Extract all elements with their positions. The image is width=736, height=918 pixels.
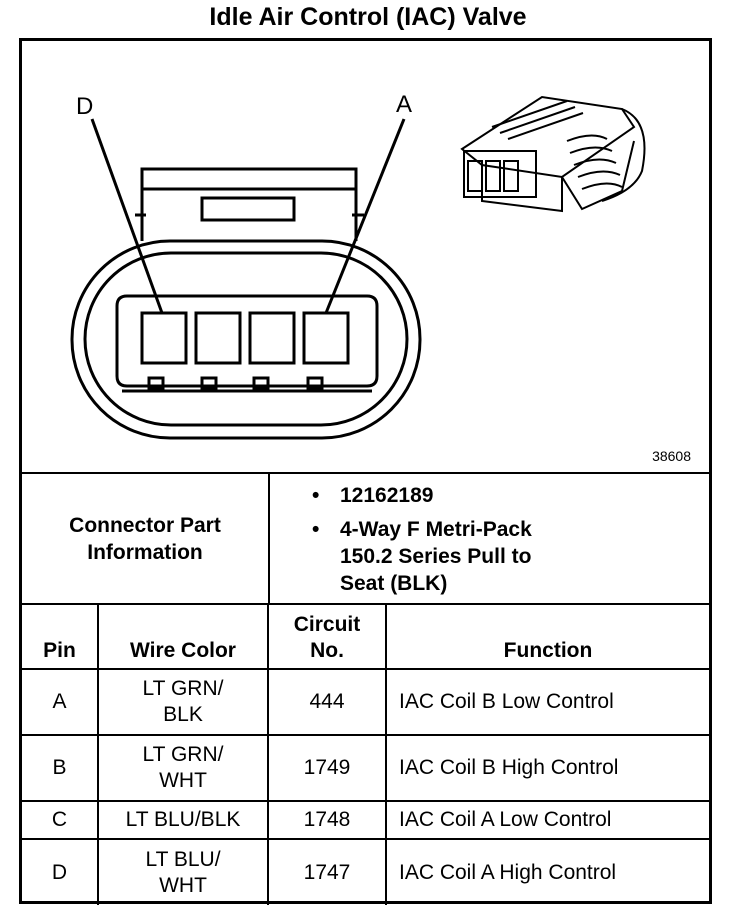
wire-color-cell: LT GRN/ WHT (97, 734, 269, 802)
function-cell: IAC Coil B Low Control (385, 668, 709, 736)
page-title: Idle Air Control (IAC) Valve (209, 3, 527, 31)
pin-cavity-b (248, 311, 296, 365)
table-row: B LT GRN/ WHT 1749 IAC Coil B High Contr… (22, 734, 709, 802)
table-header-row: Pin Wire Color Circuit No. Function (22, 605, 709, 670)
connector-part-info: Connector Part Information • 12162189 • … (22, 474, 709, 605)
function-cell: IAC Coil B High Control (385, 734, 709, 802)
pin-cell: A (22, 668, 99, 736)
column-header-wire-color: Wire Color (97, 605, 269, 670)
connector-drawing (70, 95, 646, 440)
circuit-cell: 444 (267, 668, 387, 736)
connector-latch (140, 167, 358, 241)
connector-info-list: • 12162189 • 4-Way F Metri-Pack 150.2 Se… (270, 474, 709, 603)
pin-cell: B (22, 734, 99, 802)
circuit-cell: 1747 (267, 838, 387, 905)
pin-label-d: D (76, 93, 94, 120)
pinout-frame: D A 38608 Connector Part Information • 1… (19, 38, 712, 905)
pin-label-a: A (396, 91, 413, 118)
pin-cavity-d (140, 311, 188, 365)
connector-info-label: Connector Part Information (22, 474, 270, 603)
connector-diagram: D A 38608 (22, 41, 709, 474)
function-cell: IAC Coil A Low Control (385, 800, 709, 840)
wire-color-cell: LT GRN/ BLK (97, 668, 269, 736)
table-row: C LT BLU/BLK 1748 IAC Coil A Low Control (22, 800, 709, 840)
wire-color-cell: LT BLU/BLK (97, 800, 269, 840)
pin-cavity-c (194, 311, 242, 365)
connector-3d-sketch (460, 95, 646, 213)
pin-cavity-frame (115, 294, 379, 388)
circuit-cell: 1748 (267, 800, 387, 840)
connector-outer-shell (70, 239, 422, 440)
column-header-circuit: Circuit No. (267, 605, 387, 670)
bullet-icon: • (312, 484, 320, 507)
connector-description: 4-Way F Metri-Pack 150.2 Series Pull to … (340, 518, 532, 595)
part-number: 12162189 (340, 484, 434, 507)
table-row: A LT GRN/ BLK 444 IAC Coil B Low Control (22, 668, 709, 736)
bullet-icon: • (312, 518, 320, 541)
column-header-function: Function (385, 605, 709, 670)
latch-slot (200, 196, 296, 222)
pin-cell: C (22, 800, 99, 840)
pinout-table: Pin Wire Color Circuit No. Function A LT… (22, 605, 709, 905)
function-cell: IAC Coil A High Control (385, 838, 709, 905)
column-header-pin: Pin (22, 605, 99, 670)
circuit-cell: 1749 (267, 734, 387, 802)
pin-cavity-a (302, 311, 350, 365)
pin-cell: D (22, 838, 99, 905)
table-row: D LT BLU/ WHT 1747 IAC Coil A High Contr… (22, 838, 709, 905)
wire-color-cell: LT BLU/ WHT (97, 838, 269, 905)
figure-number: 38608 (652, 448, 691, 464)
leader-line-d (90, 118, 164, 314)
leader-line-a (324, 118, 406, 314)
connector-inner-shell (83, 251, 409, 427)
